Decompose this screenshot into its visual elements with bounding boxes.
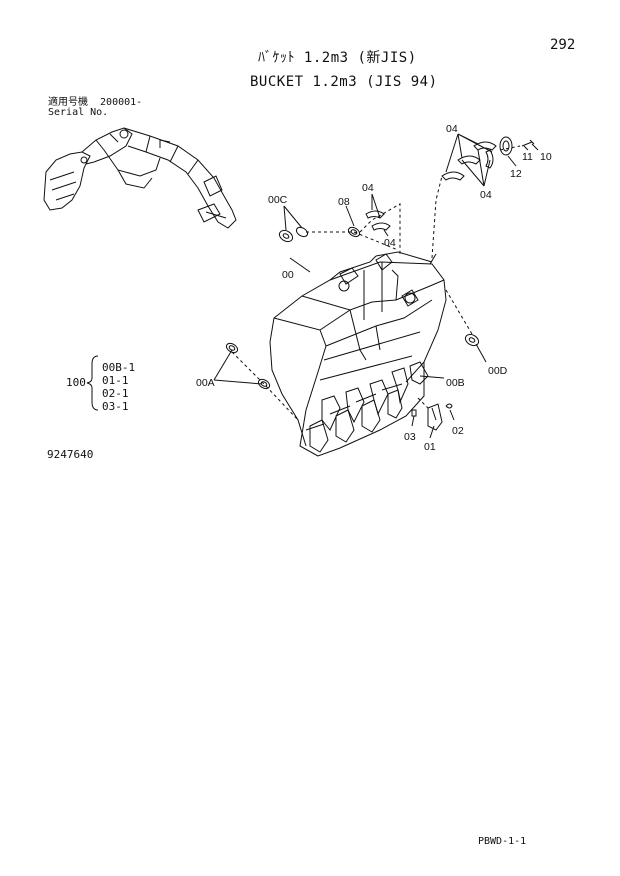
callout-00D: 00D	[488, 365, 508, 377]
callout-00B: 00B	[446, 377, 465, 389]
assembly-part: 01-1	[102, 374, 129, 387]
tooth-assembly	[411, 403, 453, 431]
excavator-arm-overview	[43, 127, 237, 229]
callout-12: 12	[510, 168, 522, 180]
callout-10: 10	[540, 151, 552, 163]
assembly-part: 02-1	[102, 387, 129, 400]
callout-00A: 00A	[196, 377, 215, 389]
drawing-number: 9247640	[47, 448, 94, 461]
shim-set-upper	[441, 136, 535, 181]
callout-11: 11	[522, 151, 533, 163]
bucket-body	[269, 251, 447, 457]
bucket-teeth	[309, 361, 429, 453]
page-number: 292	[550, 37, 576, 53]
serial-label-jp: 適用号機 200001-	[48, 97, 143, 108]
page-title-en: BUCKET 1.2m3 (JIS 94)	[250, 74, 438, 90]
callout-04-mid: 04	[362, 182, 374, 194]
callout-04-low: 04	[384, 237, 396, 249]
assembly-part: 03-1	[102, 400, 129, 413]
page-code: PBWD-1-1	[478, 836, 527, 847]
callout-08: 08	[338, 196, 350, 208]
assembly-guides	[231, 145, 521, 421]
callout-labels: 00 00C 08 04 04 04 04 12 11 10 00A 00B 0…	[196, 123, 552, 453]
callout-01: 01	[424, 441, 436, 453]
shim-set-middle	[365, 210, 391, 231]
serial-label-en: Serial No.	[48, 107, 109, 118]
assembly-brace	[86, 355, 99, 411]
callout-02: 02	[452, 425, 464, 437]
callout-04-right: 04	[480, 189, 492, 201]
assembly-number: 100	[66, 376, 86, 389]
leader-lines	[213, 133, 539, 439]
callout-00C: 00C	[268, 194, 288, 206]
callout-03: 03	[404, 431, 416, 443]
assembly-part: 00B-1	[102, 361, 136, 374]
assembly-part-list: 00B-1 01-1 02-1 03-1	[102, 361, 135, 413]
page-title-jp: ﾊﾞｹｯﾄ 1.2m3 (新JIS)	[258, 50, 417, 66]
callout-00: 00	[282, 269, 294, 281]
callout-04-top: 04	[446, 123, 458, 135]
bucket-bushings	[225, 226, 480, 390]
